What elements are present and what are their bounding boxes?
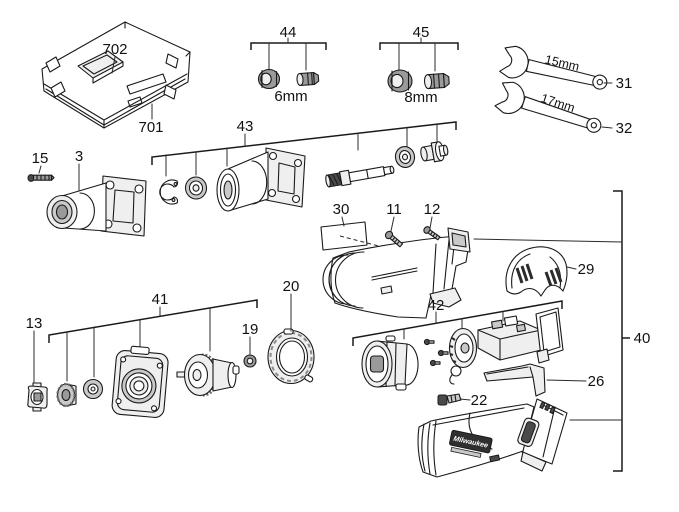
part-number-22: 22 xyxy=(471,392,488,409)
housing-half-drawing xyxy=(322,227,471,319)
carrying-case-drawing xyxy=(41,21,191,129)
label-702: 702 xyxy=(102,41,128,74)
spindle-assembly-bracket xyxy=(151,121,457,177)
part-number-12: 12 xyxy=(424,201,441,218)
screw-12-drawing xyxy=(423,226,441,241)
vent-cover-drawing xyxy=(505,246,568,297)
label-15: 15 xyxy=(32,150,49,174)
label-12: 12 xyxy=(424,201,441,229)
spindle-housing-drawing xyxy=(216,147,306,212)
bearing-gearcase-drawing xyxy=(82,378,104,400)
label-11: 11 xyxy=(386,201,402,232)
label-20: 20 xyxy=(283,278,300,332)
part-number-32: 32 xyxy=(616,120,633,137)
gearcase-plate-drawing xyxy=(111,345,169,418)
part-number-3: 3 xyxy=(75,148,83,165)
spindle-shaft-drawing xyxy=(325,165,395,188)
collet-set-44 xyxy=(250,37,327,90)
part-number-13: 13 xyxy=(26,315,43,332)
group-number-43: 43 xyxy=(237,118,254,135)
screw-11-drawing xyxy=(384,230,404,248)
spindle-nut-drawing xyxy=(420,141,449,163)
group-number-40: 40 xyxy=(634,330,651,347)
housing-assembly-bracket xyxy=(473,190,630,472)
screw-15-drawing xyxy=(27,174,55,182)
snap-ring-drawing xyxy=(159,179,179,205)
gear-cover-20-drawing xyxy=(267,328,315,385)
group-number-44: 44 xyxy=(280,24,297,41)
part-number-11: 11 xyxy=(386,201,402,218)
label-30: 30 xyxy=(333,201,350,227)
label-32: 32 xyxy=(601,120,633,137)
bearing-spindle-drawing xyxy=(394,145,416,169)
group-number-45: 45 xyxy=(413,24,430,41)
spline-coupler-drawing xyxy=(56,382,77,408)
part-number-20: 20 xyxy=(283,278,300,295)
motor-screws-drawing xyxy=(423,338,449,367)
size-6mm: 6mm xyxy=(274,88,307,105)
label-701: 701 xyxy=(138,103,164,136)
stator-drawing xyxy=(361,335,419,391)
part-number-19: 19 xyxy=(242,321,259,338)
milwaukee-logo: Milwaukee xyxy=(449,429,493,458)
rotor-fan-drawing xyxy=(448,327,478,385)
group-number-42: 42 xyxy=(428,297,445,314)
part-number-26: 26 xyxy=(588,373,605,390)
label-13: 13 xyxy=(26,315,43,384)
bearing-front-drawing xyxy=(184,176,208,200)
motor-assembly-bracket xyxy=(352,300,563,346)
wrench-17mm-drawing: 17mm xyxy=(494,81,602,133)
collet-set-45 xyxy=(379,37,459,93)
label-22: 22 xyxy=(459,392,488,409)
part-number-31: 31 xyxy=(616,75,633,92)
belt-clip-drawing xyxy=(483,363,546,397)
bearing-19-drawing xyxy=(243,354,257,368)
size-8mm: 8mm xyxy=(404,89,437,106)
part-number-701: 701 xyxy=(138,119,163,136)
gearcase-assembly-bracket xyxy=(48,299,258,382)
label-31: 31 xyxy=(603,75,633,92)
electronics-module-drawing xyxy=(477,307,564,364)
group-number-41: 41 xyxy=(152,291,169,308)
part-number-29: 29 xyxy=(578,261,595,278)
armature-gear-drawing xyxy=(176,353,240,397)
handle-housing-drawing: Milwaukee xyxy=(417,398,568,478)
label-19: 19 xyxy=(242,321,259,355)
part-number-15: 15 xyxy=(32,150,49,167)
part-number-702: 702 xyxy=(102,41,127,58)
part-number-30: 30 xyxy=(333,201,350,218)
label-3: 3 xyxy=(75,148,83,191)
switch-22-drawing xyxy=(437,393,462,406)
wrench-15mm-drawing: 15mm xyxy=(499,45,608,90)
front-cap-drawing xyxy=(46,175,147,237)
label-29: 29 xyxy=(566,261,595,278)
coupling-13-drawing xyxy=(27,382,48,412)
label-26: 26 xyxy=(546,373,605,390)
